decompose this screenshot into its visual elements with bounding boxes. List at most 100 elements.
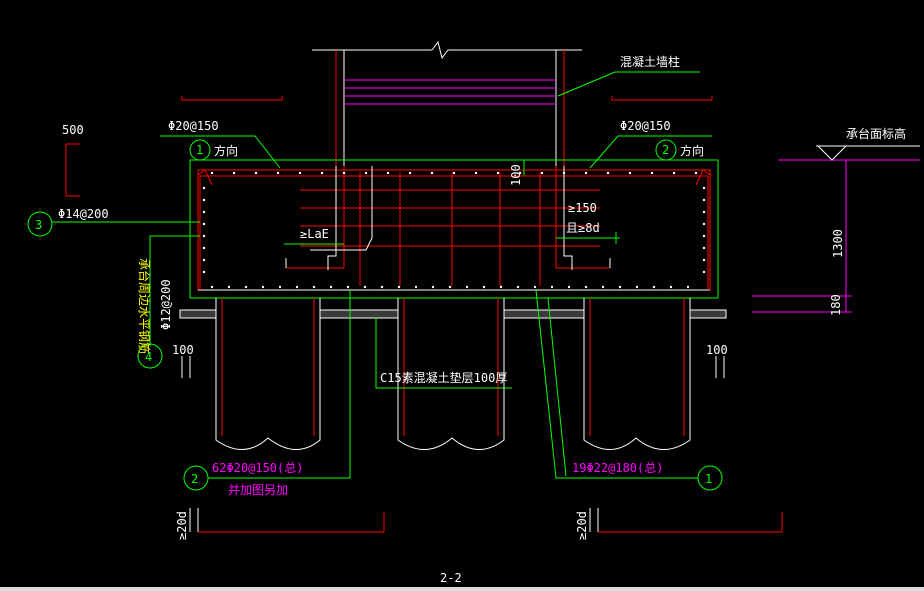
wall-column-text: 混凝土墙柱 [620, 54, 680, 69]
dim-500-text: 500 [62, 123, 84, 137]
cushion-callout [375, 318, 512, 389]
rebar-dot-bottom [482, 285, 486, 289]
rebar-dot-left [202, 186, 206, 190]
dim-500 [65, 143, 80, 197]
cushion-layer [179, 309, 727, 319]
circle-1-top: 1 [196, 143, 203, 157]
circle-2-bottom: 2 [191, 472, 198, 486]
rebar-dots [202, 171, 706, 289]
rebar-dot-top [474, 171, 478, 175]
rebar-dot-left [202, 270, 206, 274]
top-rebar-left-callout [160, 135, 281, 169]
bottom-rebar-right-text: 19Φ22@180(总) [572, 461, 663, 475]
dim-100-left-text: 100 [172, 343, 194, 357]
rebar-dot-right [702, 198, 706, 202]
circle-1-bottom: 1 [705, 472, 712, 486]
anchor-8d-text: 且≥8d [566, 221, 600, 235]
rebar-dot-top [386, 171, 390, 175]
pile-cap-outline [189, 159, 719, 299]
pile-middle [397, 298, 505, 450]
rebar-dot-top [694, 171, 698, 175]
anchor-150 [556, 232, 620, 244]
rebar-dot-bottom [669, 285, 673, 289]
bottom-rebar-left-note: 并加图另加 [228, 483, 288, 497]
column-insert-bars [310, 166, 573, 270]
rebar-dot-bottom [431, 285, 435, 289]
rebar-dot-bottom [380, 285, 384, 289]
rebar-dot-left [202, 234, 206, 238]
rebar-dot-bottom [533, 285, 537, 289]
dim-100-right-text: 100 [706, 343, 728, 357]
circle-3: 3 [35, 218, 42, 232]
rebar-dot-bottom [210, 285, 214, 289]
dim-20d-right [589, 508, 783, 533]
rebar-dot-left [202, 258, 206, 262]
rebar-dot-bottom [397, 285, 401, 289]
side-rebar-callout [27, 211, 200, 237]
rebar-dot-bottom [244, 285, 248, 289]
stirrup-callout [137, 235, 200, 369]
side-rebar-text: Φ14@200 [58, 207, 109, 221]
rebar-dot-bottom [686, 285, 690, 289]
cap-top-elev-text: 承台面标高 [846, 126, 906, 141]
rebar-dot-top [518, 171, 522, 175]
rebar-dot-right [702, 210, 706, 214]
rebar-dot-right [702, 270, 706, 274]
rebar-dot-left [202, 246, 206, 250]
rebar-dot-top [672, 171, 676, 175]
rebar-dot-top [320, 171, 324, 175]
rebar-dot-bottom [584, 285, 588, 289]
rebar-dot-top [364, 171, 368, 175]
wall-column-rebars [344, 79, 556, 105]
rebar-dot-top [342, 171, 346, 175]
top-rebar-hooks [197, 169, 711, 290]
rebar-dot-bottom [567, 285, 571, 289]
rebar-dot-bottom [499, 285, 503, 289]
rebar-dot-bottom [448, 285, 452, 289]
rebar-dot-left [202, 210, 206, 214]
elevation-marker [752, 145, 920, 313]
pile-right [583, 298, 691, 450]
rebar-dot-top [210, 171, 214, 175]
rebar-dot-left [202, 222, 206, 226]
dim-20d-left [189, 508, 385, 533]
rebar-dot-bottom [346, 285, 350, 289]
rebar-dot-right [702, 246, 706, 250]
rebar-dot-bottom [227, 285, 231, 289]
pile-rebars [221, 298, 685, 436]
rebar-dot-top [232, 171, 236, 175]
rebar-dot-bottom [635, 285, 639, 289]
wall-column [312, 40, 582, 166]
rebar-dot-bottom [550, 285, 554, 289]
page-mark: 2-2 [440, 571, 462, 585]
rebar-dot-top [298, 171, 302, 175]
rebar-dot-bottom [652, 285, 656, 289]
rebar-dot-top [562, 171, 566, 175]
rebar-dot-top [276, 171, 280, 175]
piles [215, 298, 691, 450]
pile-left [215, 298, 321, 450]
rebar-dot-bottom [261, 285, 265, 289]
status-bar [0, 587, 924, 591]
top-rebar-left-text: Φ20@150 [168, 119, 219, 133]
rebar-dot-top [540, 171, 544, 175]
bottom-rebar-right-callout [535, 289, 723, 491]
rebar-dot-bottom [414, 285, 418, 289]
rebar-dot-bottom [516, 285, 520, 289]
anchor-lae-text: ≥LaE [300, 227, 329, 241]
rebar-dot-top [584, 171, 588, 175]
dim-1300-text: 1300 [831, 229, 845, 258]
anchor-150-text: ≥150 [568, 201, 597, 215]
rebar-dot-top [606, 171, 610, 175]
rebar-dot-top [628, 171, 632, 175]
rebar-dot-left [202, 198, 206, 202]
dim-20d-left-text: ≥20d [175, 511, 189, 540]
rebar-dot-top [408, 171, 412, 175]
wall-column-label: 混凝土墙柱 [557, 54, 700, 97]
section-markers-top [181, 96, 713, 101]
rebar-dot-right [702, 258, 706, 262]
cushion-text: C15素混凝土垫层100厚 [380, 370, 507, 385]
bottom-rebar-left-callout [183, 290, 351, 491]
circle-4: 4 [145, 350, 152, 364]
